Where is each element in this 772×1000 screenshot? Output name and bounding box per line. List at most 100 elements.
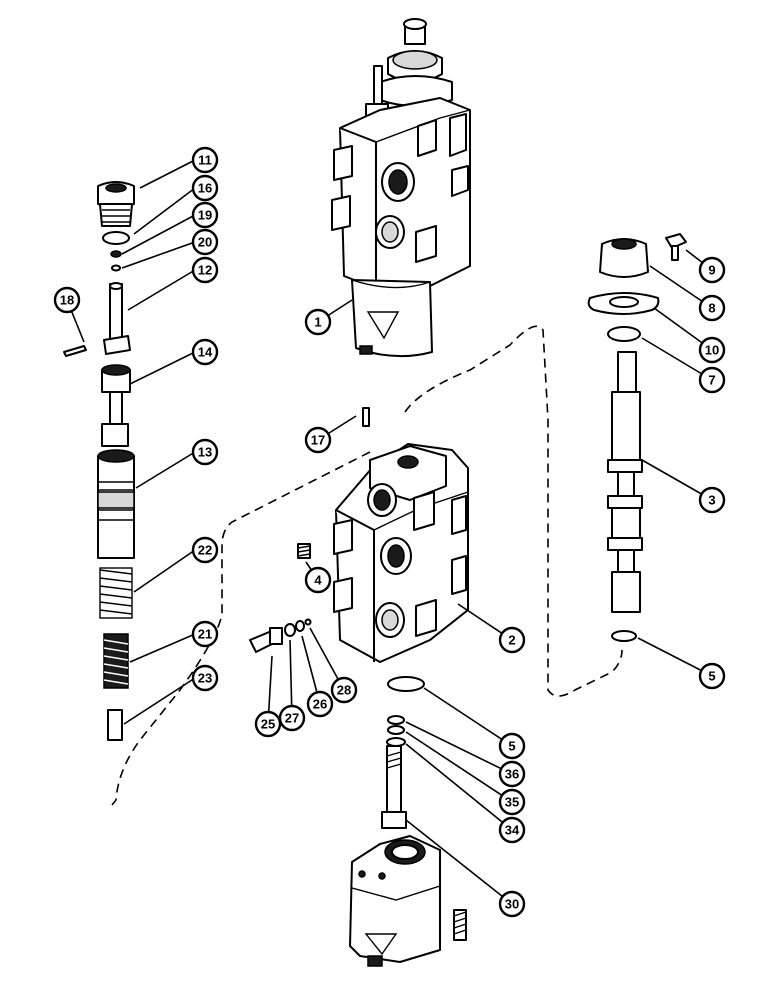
callout-circle xyxy=(254,710,282,738)
callout-label: 26 xyxy=(313,697,327,712)
callout-circle xyxy=(191,201,219,229)
callout-c3: 3 xyxy=(698,486,726,514)
callout-label: 27 xyxy=(285,711,299,726)
callout-label: 25 xyxy=(261,717,275,732)
callout-label: 34 xyxy=(505,823,520,838)
callout-label: 30 xyxy=(505,897,519,912)
callout-label: 23 xyxy=(198,671,212,686)
callout-label: 17 xyxy=(311,433,325,448)
callout-circle xyxy=(191,338,219,366)
center-seals xyxy=(386,676,425,747)
callout-label: 13 xyxy=(198,445,212,460)
callout-c21: 21 xyxy=(191,620,219,648)
callout-label: 16 xyxy=(198,181,212,196)
callout-c25: 25 xyxy=(254,710,282,738)
callout-c26: 26 xyxy=(306,690,334,718)
callout-circle xyxy=(498,788,526,816)
callout-circle xyxy=(330,676,358,704)
callout-label: 35 xyxy=(505,795,519,810)
callout-circle xyxy=(191,174,219,202)
callout-c10: 10 xyxy=(698,336,726,364)
callout-label: 9 xyxy=(708,263,715,278)
callout-circle xyxy=(498,626,526,654)
callout-circle xyxy=(191,146,219,174)
callout-c18: 18 xyxy=(53,286,81,314)
callout-label: 28 xyxy=(337,683,351,698)
valve-body-part-2 xyxy=(333,443,469,663)
callout-label: 10 xyxy=(705,343,719,358)
callout-c5b: 5 xyxy=(698,662,726,690)
right-spool-stack xyxy=(587,233,687,642)
callouts: 1234557891011121314161718192021222325262… xyxy=(53,146,726,918)
callout-c8: 8 xyxy=(698,294,726,322)
callout-label: 14 xyxy=(198,345,213,360)
callout-c11: 11 xyxy=(191,146,219,174)
callout-c4: 4 xyxy=(304,566,332,594)
callout-label: 5 xyxy=(508,739,515,754)
callout-c7: 7 xyxy=(698,366,726,394)
callout-c5a: 5 xyxy=(498,732,526,760)
callout-c35: 35 xyxy=(498,788,526,816)
left-plunger-stack xyxy=(63,181,135,741)
callout-c30: 30 xyxy=(498,890,526,918)
callout-circle xyxy=(304,566,332,594)
assembly-line-left-lower xyxy=(111,799,117,806)
callout-c17: 17 xyxy=(304,426,332,454)
callout-c16: 16 xyxy=(191,174,219,202)
pin-part-17 xyxy=(362,407,370,427)
callout-c36: 36 xyxy=(498,760,526,788)
callout-c34: 34 xyxy=(498,816,526,844)
callout-c27: 27 xyxy=(278,704,306,732)
spool-part-30 xyxy=(381,745,407,829)
callout-label: 19 xyxy=(198,208,212,223)
callout-circle xyxy=(698,256,726,284)
callout-circle xyxy=(698,366,726,394)
callout-circle xyxy=(698,336,726,364)
callout-c2: 2 xyxy=(498,626,526,654)
callout-label: 18 xyxy=(60,293,74,308)
callout-circle xyxy=(191,256,219,284)
callout-circle xyxy=(698,662,726,690)
valve-assembly-part-1 xyxy=(331,18,471,358)
callout-circle xyxy=(304,308,332,336)
callout-circle xyxy=(191,664,219,692)
callout-c19: 19 xyxy=(191,201,219,229)
spring-part-4 xyxy=(297,543,311,559)
lower-housing xyxy=(349,835,467,967)
callout-circle xyxy=(698,294,726,322)
callout-label: 1 xyxy=(314,315,321,330)
callout-circle xyxy=(278,704,306,732)
callout-c22: 22 xyxy=(191,536,219,564)
callout-circle xyxy=(53,286,81,314)
callout-circle xyxy=(304,426,332,454)
callout-circle xyxy=(698,486,726,514)
callout-label: 7 xyxy=(708,373,715,388)
assembly-line-left xyxy=(115,451,371,801)
callout-c23: 23 xyxy=(191,664,219,692)
callout-circle xyxy=(498,732,526,760)
callout-label: 36 xyxy=(505,767,519,782)
callout-circle xyxy=(498,890,526,918)
callout-label: 4 xyxy=(314,573,322,588)
detent-parts xyxy=(249,618,312,653)
callout-c20: 20 xyxy=(191,228,219,256)
callout-label: 5 xyxy=(708,669,715,684)
callout-c14: 14 xyxy=(191,338,219,366)
callout-circle xyxy=(191,620,219,648)
callout-label: 11 xyxy=(198,153,212,168)
callout-circle xyxy=(191,228,219,256)
callout-c12: 12 xyxy=(191,256,219,284)
callout-label: 2 xyxy=(508,633,515,648)
callout-circle xyxy=(191,536,219,564)
assembly-line-right xyxy=(404,325,623,697)
callout-c13: 13 xyxy=(191,438,219,466)
callout-circle xyxy=(498,816,526,844)
callout-label: 3 xyxy=(708,493,715,508)
callout-label: 8 xyxy=(708,301,715,316)
callout-circle xyxy=(498,760,526,788)
callout-circle xyxy=(306,690,334,718)
callout-label: 22 xyxy=(198,543,212,558)
callout-c9: 9 xyxy=(698,256,726,284)
callout-label: 21 xyxy=(198,627,212,642)
